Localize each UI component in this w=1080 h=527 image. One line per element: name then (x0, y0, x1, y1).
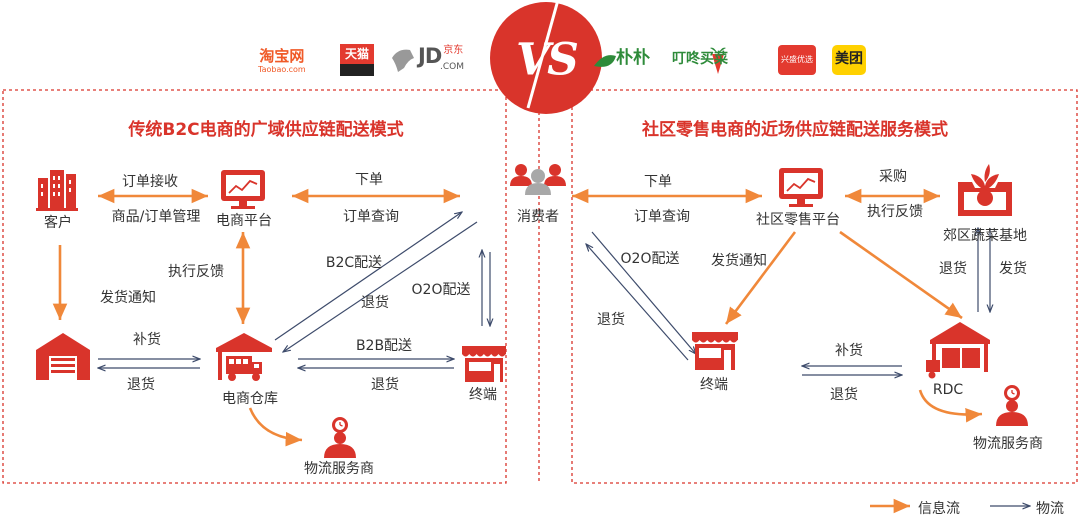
delivery-person-icon-right (996, 385, 1028, 426)
edge-platform-rdc (839, 230, 963, 320)
edge-label-return-b2b: 退货 (371, 377, 399, 393)
warehouse-truck-icon (216, 333, 272, 381)
taobao-logo: 淘宝网 Taobao.com (258, 47, 306, 74)
edge-label-order-receive: 订单接收 (122, 174, 178, 190)
node-rdc: RDC (932, 382, 964, 398)
edge-label-order-query-right: 订单查询 (634, 209, 690, 225)
edge-label-return-right: 退货 (597, 312, 625, 328)
node-warehouse: 电商仓库 (222, 391, 278, 407)
jd-dog-icon (392, 49, 414, 72)
shop-open-icon-right (692, 332, 738, 370)
shop-open-icon (462, 346, 506, 382)
node-logistics: 物流服务商 (304, 461, 374, 477)
legend-flow-label: 物流 (1036, 501, 1064, 517)
node-terminal-right: 终端 (700, 377, 728, 393)
right-panel-title: 社区零售电商的近场供应链配送服务模式 (642, 120, 948, 140)
meituan-logo: 美团 (835, 51, 863, 67)
vs-slash (526, 0, 560, 109)
node-platform: 电商平台 (216, 213, 272, 229)
pupu-leaf-icon (594, 55, 616, 67)
edge-label-ship: 发货 (999, 261, 1027, 277)
xingsheng-logo-box (778, 45, 816, 75)
legend-info-label: 信息流 (918, 501, 960, 517)
edge-label-order-query: 订单查询 (343, 209, 399, 225)
consumers-group-icon (510, 164, 566, 195)
delivery-person-icon (324, 417, 356, 458)
edge-label-b2b: B2B配送 (355, 338, 413, 354)
edge-label-return-restock: 退货 (127, 377, 155, 393)
node-logistics-right: 物流服务商 (973, 436, 1043, 452)
left-panel-title: 传统B2C电商的广域供应链配送模式 (128, 120, 404, 140)
tmall-logo-base (340, 64, 374, 76)
xingsheng-logo: 兴盛优选 (781, 55, 813, 64)
warehouse-house-icon (36, 333, 90, 380)
edge-label-purchase: 采购 (879, 169, 907, 185)
edge-warehouse-logistics (248, 407, 303, 447)
edge-rdc-logistics (918, 389, 983, 423)
edge-label-restock-right: 补货 (835, 343, 863, 359)
edge-label-place-order-right: 下单 (644, 174, 672, 190)
left-panel-border (2, 89, 507, 484)
edge-label-return-rdc: 退货 (830, 387, 858, 403)
edge-platform-terminal-notice (724, 231, 797, 325)
edge-label-restock: 补货 (133, 332, 161, 348)
node-terminal: 终端 (469, 387, 497, 403)
monitor-chart-icon (221, 170, 265, 209)
node-community-platform: 社区零售平台 (756, 212, 840, 228)
edge-return-to-consumer (586, 244, 689, 361)
node-vegetable-base: 郊区蔬菜基地 (943, 228, 1027, 244)
edge-label-ship-notice: 发货通知 (100, 290, 156, 306)
edge-b2c-return-a (274, 212, 462, 341)
dingdong-carrot-icon (710, 47, 726, 74)
edge-label-exec-feedback-right: 执行反馈 (867, 204, 923, 220)
plant-sprout-icon (958, 164, 1012, 216)
pupu-logo: 朴朴 (616, 48, 650, 68)
monitor-chart-icon-right (779, 168, 823, 207)
edge-label-place-order: 下单 (355, 172, 383, 188)
vs-badge (490, 2, 602, 114)
edge-label-ship-notice-right: 发货通知 (711, 253, 767, 269)
tmall-logo: 天猫 (345, 47, 370, 61)
edge-label-b2c: B2C配送 (325, 255, 383, 271)
rdc-warehouse-icon (926, 322, 990, 379)
dingdong-logo: 叮咚买菜 (672, 51, 728, 67)
right-panel-border (571, 89, 1078, 484)
edge-label-goods-mgmt: 商品/订单管理 (111, 209, 201, 225)
edge-label-o2o-right: O2O配送 (620, 251, 680, 267)
node-customer: 客户 (44, 215, 72, 231)
edge-label-o2o: O2O配送 (411, 282, 471, 298)
edge-b2c-return-b (283, 221, 478, 352)
edge-label-exec-feedback: 执行反馈 (168, 264, 224, 280)
vs-label: VS (516, 34, 579, 86)
building-icon (36, 170, 78, 211)
edge-label-return-base: 退货 (939, 261, 967, 277)
meituan-logo-box (832, 45, 866, 75)
node-consumer: 消费者 (517, 209, 559, 225)
edge-label-return-b2c: 退货 (361, 295, 389, 311)
edge-o2o-to-terminal (591, 231, 696, 354)
